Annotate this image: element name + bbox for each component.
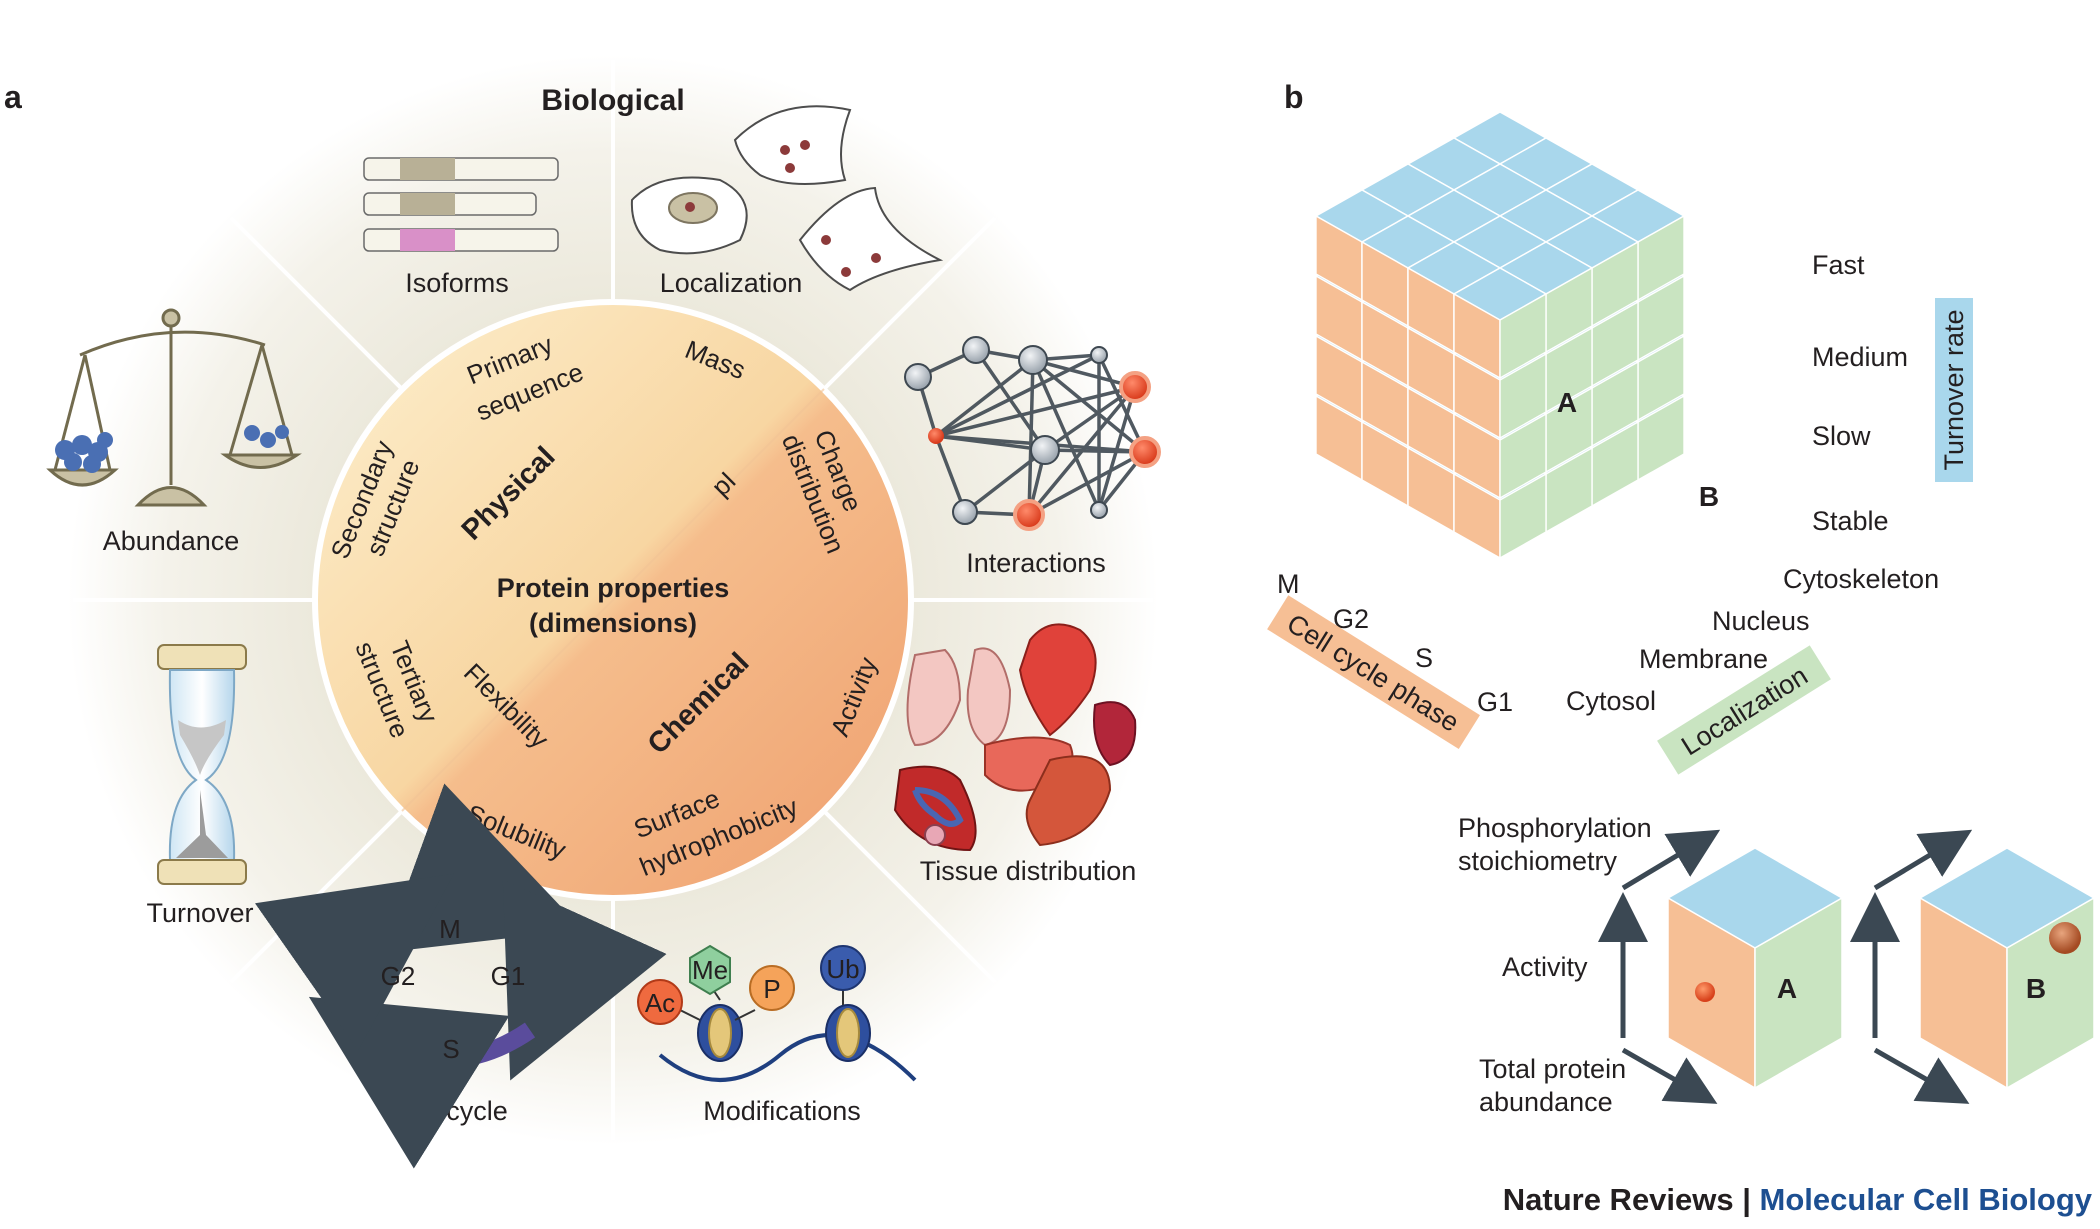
tissue-distribution-illustration <box>893 623 1137 852</box>
subcube-b-label: B <box>2026 973 2046 1004</box>
cube-right-face <box>1499 292 1547 380</box>
cube-marker-b: B <box>1699 481 1719 512</box>
phase-g1-label: G1 <box>491 961 526 991</box>
subcube-a-label: A <box>1777 973 1797 1004</box>
panel-a-label: a <box>4 79 22 115</box>
cube-right-face <box>1499 412 1547 500</box>
abundance-axis-label-2: abundance <box>1479 1087 1613 1117</box>
scales-icon <box>46 308 302 507</box>
center-title-line1: Protein properties <box>497 573 730 603</box>
journal-separator: | <box>1733 1182 1760 1217</box>
subcube-b <box>1918 847 2096 1090</box>
phospho-mark: P <box>763 974 780 1004</box>
phosphorylation-label-1: Phosphorylation <box>1458 813 1652 843</box>
loc-cytoskeleton: Cytoskeleton <box>1783 564 1939 594</box>
localization-label: Localization <box>660 268 803 298</box>
activity-axis-label: Activity <box>1502 952 1588 982</box>
cube-stack <box>1314 111 1686 560</box>
turnover-medium: Medium <box>1812 342 1908 372</box>
subcube-axis-arrows <box>1598 829 1973 1104</box>
phase-s-label: S <box>442 1034 459 1064</box>
phase-g2-label: G2 <box>381 961 416 991</box>
turnover-fast: Fast <box>1812 250 1865 280</box>
phase-axis-band: Cell cycle phase <box>1267 595 1480 749</box>
phase-g1: G1 <box>1477 687 1513 717</box>
methyl-mark: Me <box>692 955 728 985</box>
loc-cytosol: Cytosol <box>1566 686 1656 716</box>
hourglass-icon <box>157 644 247 885</box>
phase-m-label: M <box>439 914 461 944</box>
localization-proteins <box>685 140 881 277</box>
cell-cycle-illustration: M G1 S G2 <box>254 783 667 1169</box>
phase-s: S <box>1415 643 1433 673</box>
cube-cell <box>1452 267 1548 380</box>
loc-nucleus: Nucleus <box>1712 606 1810 636</box>
turnover-label: Turnover <box>146 898 253 928</box>
center-title-line2: (dimensions) <box>529 608 697 638</box>
journal-prefix: Nature Reviews <box>1502 1182 1734 1217</box>
localization-axis-label: Localization <box>1676 660 1813 761</box>
turnover-slow: Slow <box>1812 421 1871 451</box>
interactions-label: Interactions <box>966 548 1106 578</box>
phase-axis-label: Cell cycle phase <box>1282 608 1465 738</box>
phosphorylation-label-2: stoichiometry <box>1458 846 1618 876</box>
cube-right-face <box>1499 472 1547 560</box>
loc-membrane: Membrane <box>1639 644 1768 674</box>
turnover-axis-band <box>1935 298 1973 482</box>
isoforms-illustration <box>363 157 559 252</box>
properties-wheel: Biological Protein properties (dimension… <box>68 55 1158 1145</box>
cube-right-face <box>1499 352 1547 440</box>
biological-title: Biological <box>541 84 684 117</box>
panel-b-label: b <box>1284 79 1304 115</box>
cube-marker-a: A <box>1557 387 1577 418</box>
journal-footer: Nature Reviews | Molecular Cell Biology <box>1503 1182 2092 1218</box>
localization-illustration <box>630 105 944 292</box>
turnover-axis-label: Turnover rate <box>1939 309 1969 470</box>
acetyl-mark: Ac <box>645 988 675 1018</box>
modifications-label: Modifications <box>703 1096 861 1126</box>
interaction-network <box>904 336 1161 531</box>
ubiquitin-mark: Ub <box>826 954 859 984</box>
abundance-axis-label-1: Total protein <box>1479 1054 1626 1084</box>
journal-name: Molecular Cell Biology <box>1759 1182 2092 1217</box>
abundance-label: Abundance <box>103 526 240 556</box>
turnover-stable: Stable <box>1812 506 1889 536</box>
abundance-proteins <box>55 425 289 473</box>
isoforms-label: Isoforms <box>405 268 509 298</box>
tissue-distribution-label: Tissue distribution <box>920 856 1137 886</box>
phase-m: M <box>1277 569 1300 599</box>
cell-cycle-label: Cell cycle <box>392 1096 508 1126</box>
subcube-a <box>1666 847 1844 1090</box>
